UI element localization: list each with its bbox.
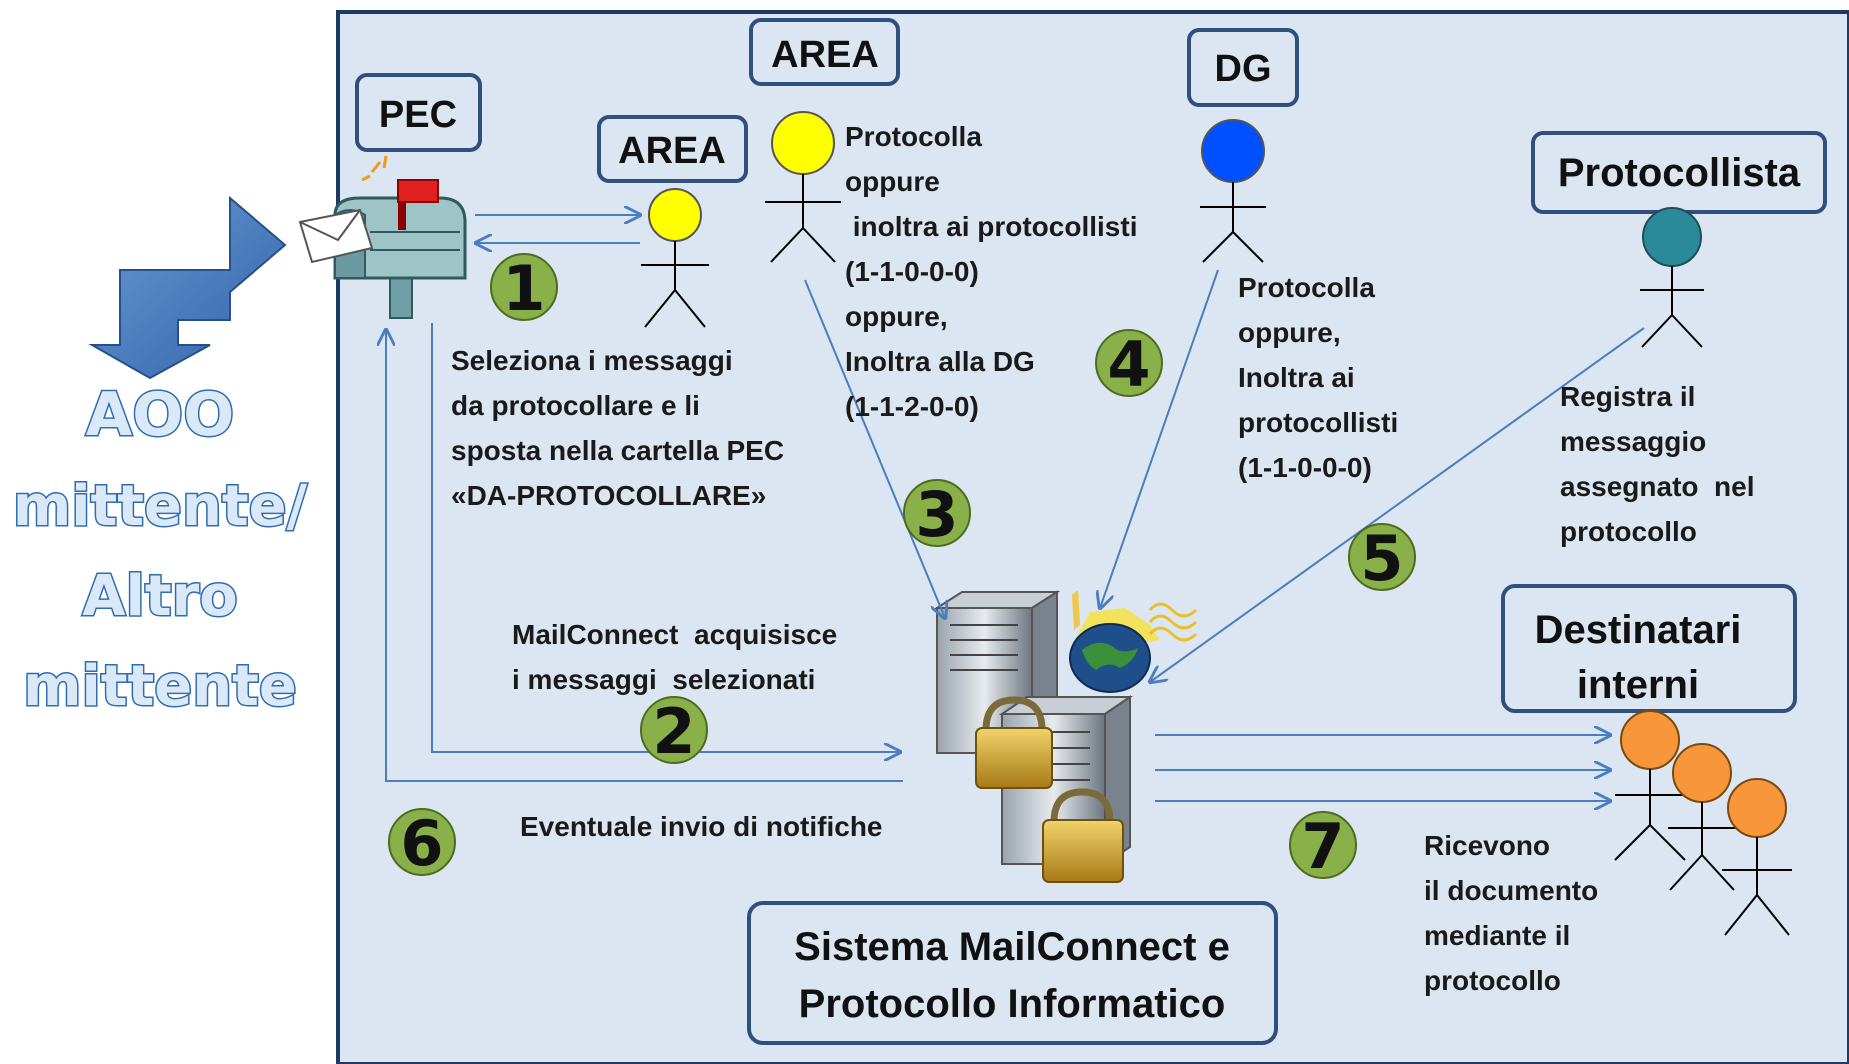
svg-text:(1-1-0-0-0): (1-1-0-0-0) [1238,452,1372,483]
protocollista-label: Protocollista [1558,151,1801,195]
aoo-line-2: mittente/ [13,474,308,539]
step-number-2: 2 [652,695,695,768]
step-badge-4: 4 [1095,328,1163,401]
dg-label: DG [1215,48,1272,90]
incoming-arrow-icon [88,195,287,380]
step-badge-6: 6 [388,807,456,880]
step7-text: Ricevono il documento mediante il protoc… [1424,830,1598,996]
svg-text:assegnato nel: assegnato nel [1560,471,1755,502]
step-number-6: 6 [400,807,443,880]
svg-text:il documento: il documento [1424,875,1598,906]
step6-text: Eventuale invio di notifiche [520,811,883,842]
destinatari-label-2: interni [1577,663,1699,707]
svg-text:oppure: oppure [845,166,940,197]
step-number-1: 1 [502,252,545,325]
step-badge-1: 1 [490,252,558,325]
destinatari-actors-icon [1614,710,1792,936]
svg-text:«DA-PROTOCOLLARE»: «DA-PROTOCOLLARE» [451,480,766,511]
svg-text:i messaggi selezionati: i messaggi selezionati [512,664,815,695]
sistema-label-2: Protocollo Informatico [799,982,1226,1026]
arrow-notifications [386,330,903,782]
step-number-7: 7 [1301,810,1344,883]
svg-text:mediante il: mediante il [1424,920,1570,951]
area-box-2 [749,18,900,86]
dg-note-text: Protocolla oppure, Inoltra ai protocolli… [1238,272,1398,483]
arrow-area-to-system [804,279,945,618]
svg-text:Seleziona i messaggi: Seleziona i messaggi [451,345,733,376]
svg-text:sposta nella cartella PEC: sposta nella cartella PEC [451,435,784,466]
aoo-line-3: Altro [82,564,237,629]
svg-text:Registra il: Registra il [1560,381,1695,412]
pec-box [355,73,482,152]
step-number-3: 3 [915,478,958,551]
svg-text:protocollo: protocollo [1560,516,1697,547]
svg-text:Protocolla: Protocolla [845,121,982,152]
svg-text:oppure,: oppure, [1238,317,1341,348]
step1-text: Seleziona i messaggi da protocollare e l… [451,345,784,511]
area-box-1 [597,115,748,183]
svg-text:Inoltra ai: Inoltra ai [1238,362,1355,393]
svg-text:da protocollare e li: da protocollare e li [451,390,700,421]
dg-box [1187,28,1299,107]
svg-text:oppure,: oppure, [845,301,948,332]
protocollista-note-text: Registra il messaggio assegnato nel prot… [1560,381,1755,547]
svg-text:Ricevono: Ricevono [1424,830,1550,861]
step-badge-5: 5 [1348,522,1416,595]
step-number-5: 5 [1360,522,1403,595]
svg-text:(1-1-2-0-0): (1-1-2-0-0) [845,391,979,422]
step-badge-3: 3 [903,478,971,551]
svg-text:protocollo: protocollo [1424,965,1561,996]
protocollista-actor-icon [1640,207,1704,348]
dg-actor-icon [1200,119,1266,263]
flow-arrows [386,215,1645,801]
svg-text:messaggio: messaggio [1560,426,1706,457]
area-label-1: AREA [618,130,726,172]
destinatari-label-1: Destinatari [1535,608,1742,652]
svg-text:inoltra ai protocollisti: inoltra ai protocollisti [845,211,1137,242]
svg-text:MailConnect acquisisce: MailConnect acquisisce [512,619,837,650]
arrow-protocollista-to-system [1150,327,1645,682]
step-number-4: 4 [1107,328,1150,401]
area-actor-2-icon [765,111,841,263]
area-label-2: AREA [771,34,879,76]
pec-label: PEC [379,94,457,136]
sistema-label-1: Sistema MailConnect e [794,925,1230,969]
mailbox-icon [298,155,467,319]
svg-text:Protocolla: Protocolla [1238,272,1375,303]
arrow-pec-to-system [431,323,900,752]
svg-text:protocollisti: protocollisti [1238,407,1398,438]
svg-text:(1-1-0-0-0): (1-1-0-0-0) [845,256,979,287]
svg-text:Inoltra alla DG: Inoltra alla DG [845,346,1035,377]
area-actor-1-icon [641,188,709,328]
step-badge-7: 7 [1289,810,1357,883]
aoo-line-1: AOO [86,380,234,450]
area2-note-text: Protocolla oppure inoltra ai protocollis… [845,121,1137,422]
arrow-dg-to-system [1100,269,1219,608]
sistema-box [747,901,1278,1045]
step-badge-2: 2 [640,695,708,768]
server-cluster-icon [933,590,1198,883]
step2-text: MailConnect acquisisce i messaggi selezi… [512,619,837,695]
aoo-line-4: mittente [23,654,297,719]
